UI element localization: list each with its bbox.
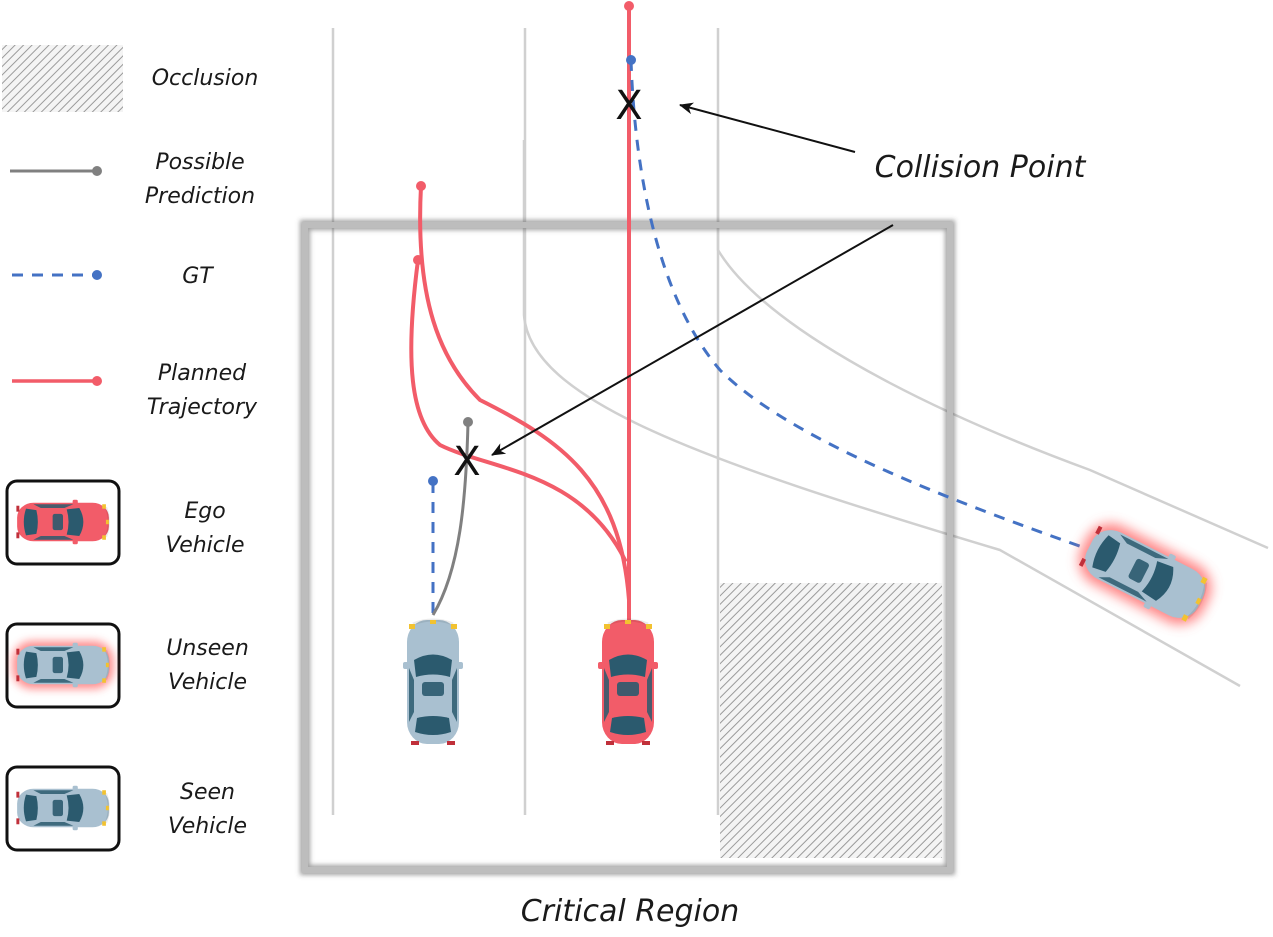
legend-seen-line1: Seen xyxy=(180,780,235,805)
legend-ego-line2: Vehicle xyxy=(165,533,245,558)
legend-ego-box xyxy=(5,479,121,566)
unseen-vehicle xyxy=(1073,517,1216,631)
legend-gt-line xyxy=(12,270,102,280)
legend-unseen-line2: Vehicle xyxy=(167,670,248,695)
collision-marker: X xyxy=(453,439,480,485)
planned-endpoint xyxy=(416,181,426,191)
collision-arrow xyxy=(679,102,856,153)
legend-occlusion-swatch xyxy=(2,45,123,112)
gt-endpoint xyxy=(428,476,438,486)
legend-ego-label: Ego Vehicle xyxy=(145,495,265,563)
legend-prediction-line1: Possible xyxy=(155,150,245,175)
possible-prediction xyxy=(431,422,470,616)
legend-gt-text: GT xyxy=(182,264,213,289)
legend-planned-line xyxy=(12,376,102,386)
ground-truth-paths xyxy=(431,59,1086,615)
legend-ego-line1: Ego xyxy=(184,499,226,524)
prediction-endpoint xyxy=(463,417,473,427)
legend-gt-label: GT xyxy=(150,260,245,294)
collision-arrow xyxy=(491,224,894,456)
collision-marker: X xyxy=(615,83,642,129)
lane-lines xyxy=(331,28,1269,815)
legend-prediction-line xyxy=(10,166,102,176)
legend-prediction-line2: Prediction xyxy=(144,184,256,209)
legend-seen-box xyxy=(5,765,121,852)
legend-planned-line1: Planned xyxy=(157,361,247,386)
ego-vehicle xyxy=(596,618,660,747)
legend-unseen-box xyxy=(5,622,121,709)
planned-trajectories xyxy=(409,4,631,622)
legend-planned-label: Planned Trajectory xyxy=(132,357,272,425)
planned-endpoint xyxy=(624,1,634,11)
legend-unseen-label: Unseen Vehicle xyxy=(145,632,270,700)
legend-planned-line2: Trajectory xyxy=(146,395,258,420)
occlusion-area xyxy=(720,583,942,858)
gt-endpoint xyxy=(626,55,636,65)
critical-region-label: Critical Region xyxy=(520,894,740,929)
legend-seen-label: Seen Vehicle xyxy=(145,776,270,844)
legend-seen-line2: Vehicle xyxy=(167,814,248,839)
legend-occlusion-label: Occlusion xyxy=(140,62,270,96)
seen-vehicle xyxy=(401,618,465,747)
planned-endpoint xyxy=(413,255,423,265)
collision-point-label: Collision Point xyxy=(874,150,1086,185)
legend-unseen-line1: Unseen xyxy=(166,636,249,661)
legend-prediction-label: Possible Prediction xyxy=(130,146,270,214)
legend-occlusion-text: Occlusion xyxy=(151,66,259,91)
